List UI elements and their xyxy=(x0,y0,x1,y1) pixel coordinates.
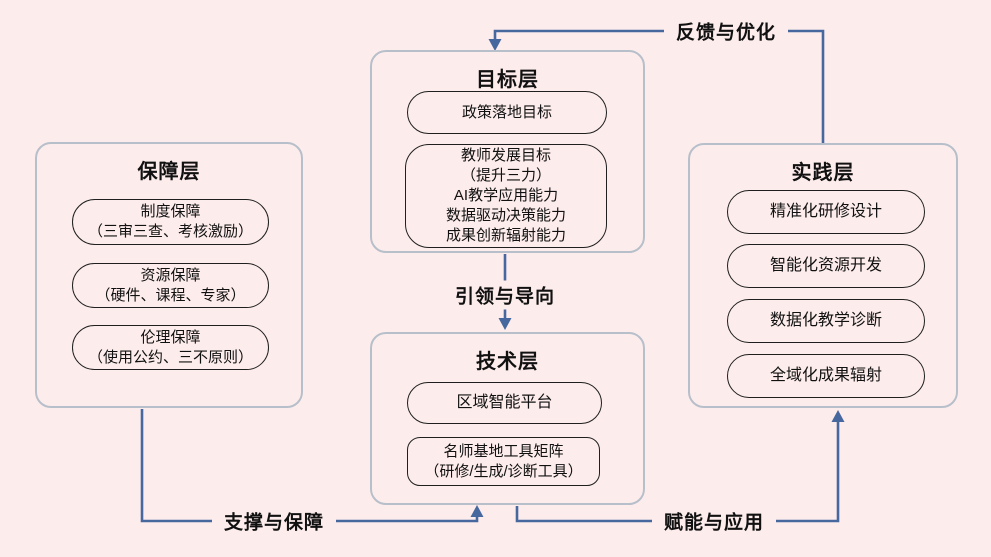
technology-item-platform: 区域智能平台 xyxy=(407,382,602,424)
practice-layer-title: 实践层 xyxy=(791,162,855,184)
feedback-label: 反馈与优化 xyxy=(663,16,789,46)
goal-layer-title: 目标层 xyxy=(476,69,539,91)
practice-item-resource-dev: 智能化资源开发 xyxy=(727,244,925,288)
empower-arrowhead xyxy=(831,410,845,422)
goal-layer-box: 目标层 政策落地目标 教师发展目标 （提升三力） AI教学应用能力 数据驱动决策… xyxy=(370,50,645,253)
technology-item-tool-matrix: 名师基地工具矩阵 （研修/生成/诊断工具） xyxy=(407,437,600,486)
lead-arrowhead xyxy=(498,318,512,330)
practice-layer-box: 实践层 精准化研修设计 智能化资源开发 数据化教学诊断 全域化成果辐射 xyxy=(688,143,958,408)
guarantee-layer-box: 保障层 制度保障 （三审三查、考核激励） 资源保障 （硬件、课程、专家） 伦理保… xyxy=(35,142,303,408)
guarantee-layer-title: 保障层 xyxy=(137,161,201,183)
practice-item-research-design: 精准化研修设计 xyxy=(727,190,925,234)
guarantee-item-resource: 资源保障 （硬件、课程、专家） xyxy=(72,263,269,308)
support-arrowhead xyxy=(470,505,484,517)
guarantee-item-ethics: 伦理保障 （使用公约、三不原则） xyxy=(72,325,269,370)
lead-label: 引领与导向 xyxy=(442,280,568,310)
goal-item-policy: 政策落地目标 xyxy=(407,91,607,134)
empower-label: 赋能与应用 xyxy=(651,506,777,536)
technology-layer-title: 技术层 xyxy=(476,351,539,373)
technology-layer-box: 技术层 区域智能平台 名师基地工具矩阵 （研修/生成/诊断工具） xyxy=(370,332,645,505)
support-label: 支撑与保障 xyxy=(211,506,337,536)
goal-item-teacher-development: 教师发展目标 （提升三力） AI教学应用能力 数据驱动决策能力 成果创新辐射能力 xyxy=(405,144,607,248)
guarantee-item-institution: 制度保障 （三审三查、考核激励） xyxy=(72,199,269,245)
practice-item-teaching-diagnosis: 数据化教学诊断 xyxy=(727,299,925,343)
practice-item-achievement-radiation: 全域化成果辐射 xyxy=(727,354,925,398)
